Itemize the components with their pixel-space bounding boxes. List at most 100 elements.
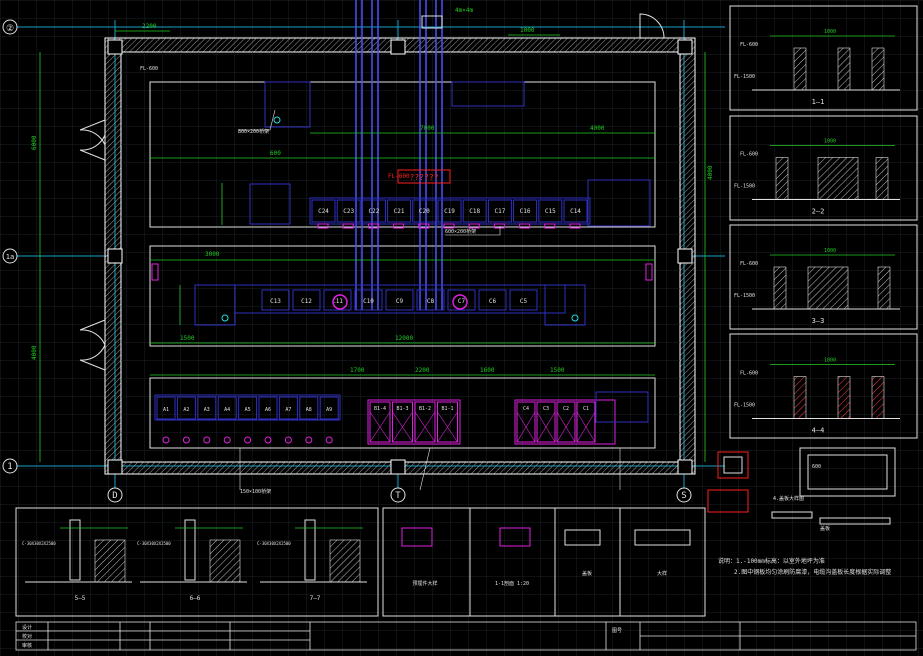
cabinet [509, 289, 538, 311]
footing-marker [305, 436, 313, 444]
detail-title: 7—7 [310, 595, 321, 602]
cabinet-block [194, 284, 236, 326]
cabinet-footing [418, 223, 430, 229]
cabinet-label: C2 [563, 406, 569, 412]
cabinet [387, 199, 412, 223]
detail-title: 盖板 [582, 570, 592, 577]
magenta-cap [645, 263, 653, 281]
trench-wall [871, 47, 885, 91]
dim-bottom2: 2200 [415, 367, 430, 374]
cabinet-block [264, 81, 311, 128]
cabinet-label: A4 [224, 407, 230, 413]
column [107, 248, 123, 264]
section-level: FL-1500 [734, 293, 755, 299]
column [107, 459, 123, 475]
footing-marker [223, 436, 231, 444]
cabinet-label: C7 [458, 298, 466, 305]
cabinet-label: C14 [570, 208, 581, 215]
magenta-cap [151, 263, 159, 281]
trench-wall [837, 376, 851, 419]
cabinet-label: C22 [368, 208, 379, 215]
section-title: 4—4 [812, 427, 825, 435]
cabinet [197, 396, 217, 420]
note-cable3: 150×100桥架 [240, 488, 271, 495]
cabinet-cross [556, 411, 576, 443]
cabinet [563, 199, 588, 223]
cabinet [478, 289, 507, 311]
notes-line2: 2.图中钢板均匀涂刷防腐漆，电缆沟盖板长度根据实际调整 [734, 568, 891, 576]
tb-label-3: 审核 [22, 642, 32, 649]
tb-label-2: 校对 [22, 633, 32, 640]
cabinet-footing [544, 223, 556, 229]
title-block [15, 621, 917, 651]
cabinet-label: C12 [301, 298, 312, 305]
axis-bubble-right: S [676, 487, 692, 503]
note-top: 4m×4m [455, 7, 473, 14]
leader-lines [238, 109, 621, 491]
cabinet-label: C1 [583, 406, 589, 412]
section-dim: 1000 [824, 139, 836, 145]
cabinet [258, 396, 278, 420]
column [107, 39, 123, 55]
detail-title: 6—6 [190, 595, 201, 602]
cabinet-footing [367, 223, 379, 229]
section-title: 2—2 [812, 208, 825, 216]
cabinet-footing [569, 223, 581, 229]
dim-bottom3: 1600 [480, 367, 495, 374]
cabinet-cross [414, 411, 436, 443]
detail-title: 1-1剖面 1:20 [495, 580, 529, 587]
bottom-left-group [154, 394, 341, 421]
detail-title: 预埋件大样 [412, 580, 437, 587]
note-cable2: 600×200桥架 [445, 228, 476, 235]
trench-middle [149, 245, 656, 347]
cabinet-label: C9 [396, 298, 404, 305]
highlight-ring [452, 294, 468, 310]
trench-bottom [149, 377, 656, 449]
footing-marker [284, 436, 292, 444]
cabinet-label: C3 [543, 406, 549, 412]
cabinet-label: C24 [318, 208, 329, 215]
cabinet [336, 199, 361, 223]
floor-plan: ② 1a 1 D T S [2, 0, 725, 503]
trench-wall [837, 47, 851, 91]
footing-marker [162, 436, 170, 444]
axis-bubble-mid: 1a [2, 248, 18, 264]
axis-label-top: ② [6, 24, 14, 34]
notes-line1: 说明：1.-100mm标高：以室外地坪为准 [718, 557, 825, 565]
cabinet-label: A9 [326, 407, 332, 413]
cabinet-label: C21 [394, 208, 405, 215]
detail-note: C-30X30X2X2500 [137, 541, 171, 546]
cabinet-label: B1-4 [374, 406, 386, 412]
cabinet-label: C10 [363, 298, 374, 305]
cabinet-footing [519, 223, 531, 229]
sump-marker [221, 314, 229, 322]
door-top-right [639, 13, 665, 39]
footing-marker [244, 436, 252, 444]
column [390, 39, 406, 55]
section-dim: 1000 [824, 248, 836, 254]
cabinet [513, 199, 538, 223]
dim-row2b: 1500 [180, 335, 195, 342]
cabinet-label: B1-1 [441, 406, 453, 412]
section-dim: 1000 [824, 358, 836, 364]
section-level: FL-600 [740, 261, 758, 267]
room-grid [121, 52, 680, 462]
section-title: 3—3 [812, 317, 825, 325]
axis-bubble-bottom: 1 [2, 458, 18, 474]
section-level: FL-1500 [734, 74, 755, 80]
small-box-label: 600 [812, 464, 821, 470]
cabinet [238, 396, 258, 420]
trench-wall [793, 47, 807, 91]
cabinet [369, 401, 391, 443]
cabinet [536, 401, 556, 443]
axis-label-center: T [395, 491, 401, 501]
dim-top: 2200 [142, 23, 157, 30]
cabinet-label: C13 [270, 298, 281, 305]
trench-wall [773, 266, 787, 310]
embed-plate [401, 527, 433, 547]
cabinet-label: C16 [520, 208, 531, 215]
cabinet [414, 401, 436, 443]
bottom-mid-group [367, 399, 461, 445]
